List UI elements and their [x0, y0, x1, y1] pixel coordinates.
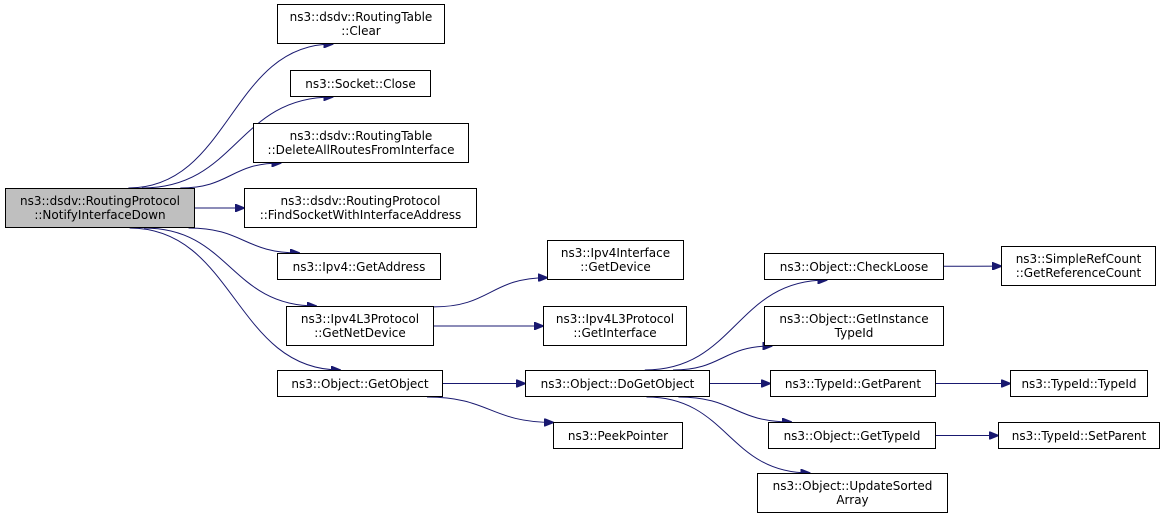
node-object-check-loose[interactable]: ns3::Object::CheckLoose — [764, 253, 944, 280]
node-typeid-get-parent[interactable]: ns3::TypeId::GetParent — [770, 370, 936, 397]
node-object-do-get-object[interactable]: ns3::Object::DoGetObject — [525, 370, 710, 397]
call-edge-getobject-to-peekpointer — [426, 396, 553, 422]
node-label-line: ns3::dsdv::RoutingProtocol — [280, 194, 441, 208]
call-edge-notify-to-getaddress — [188, 227, 300, 253]
node-label-line: Array — [836, 493, 869, 507]
node-label-line: ns3::Ipv4L3Protocol — [300, 312, 420, 326]
node-object-get-object[interactable]: ns3::Object::GetObject — [277, 370, 443, 397]
call-edge-getnetdev-to-ifgetdevice — [433, 278, 547, 308]
node-label-line: ns3::dsdv::RoutingTable — [289, 129, 433, 143]
node-label-line: ns3::Object::GetTypeId — [783, 428, 921, 443]
node-typeid-set-parent[interactable]: ns3::TypeId::SetParent — [998, 422, 1160, 449]
node-socket-close[interactable]: ns3::Socket::Close — [290, 70, 431, 97]
node-label-line: ns3::Ipv4::GetAddress — [292, 259, 426, 274]
node-label-line: ns3::Object::UpdateSorted — [772, 479, 933, 493]
node-simple-ref-count-get-reference-count[interactable]: ns3::SimpleRefCount ::GetReferenceCount — [1001, 246, 1156, 286]
node-label-line: ::GetInterface — [573, 326, 657, 340]
call-edge-notify-to-getobject — [129, 227, 340, 370]
node-label-line: ns3::TypeId::TypeId — [1021, 376, 1137, 391]
node-label-line: ::GetReferenceCount — [1015, 266, 1142, 280]
node-label-line: ns3::Ipv4L3Protocol — [555, 312, 675, 326]
node-label-line: ns3::Object::GetInstance — [779, 312, 929, 326]
node-label-line: ::FindSocketWithInterfaceAddress — [259, 208, 462, 222]
node-label-line: ns3::PeekPointer — [567, 428, 669, 443]
node-label-line: ::GetDevice — [580, 260, 651, 274]
node-object-update-sorted-array[interactable]: ns3::Object::UpdateSorted Array — [757, 473, 948, 513]
call-edge-notify-to-close — [141, 97, 332, 189]
node-peek-pointer[interactable]: ns3::PeekPointer — [553, 422, 683, 449]
node-label-line: TypeId — [834, 326, 874, 340]
node-label-line: ns3::SimpleRefCount — [1015, 252, 1142, 266]
node-ipv4-interface-get-device[interactable]: ns3::Ipv4Interface ::GetDevice — [547, 240, 684, 280]
call-edge-notify-to-getnetdev — [144, 227, 316, 306]
node-label-line: ns3::dsdv::RoutingTable — [289, 10, 433, 24]
node-label-line: ns3::Object::GetObject — [291, 376, 429, 391]
node-notify-interface-down: ns3::dsdv::RoutingProtocol ::NotifyInter… — [5, 188, 195, 228]
call-edge-notify-to-deleteall — [180, 163, 280, 189]
node-label-line: ns3::dsdv::RoutingProtocol — [20, 194, 180, 208]
call-edge-notify-to-clear — [128, 44, 332, 189]
node-find-socket-with-interface-address[interactable]: ns3::dsdv::RoutingProtocol ::FindSocketW… — [244, 188, 477, 228]
node-object-get-instance-type-id[interactable]: ns3::Object::GetInstance TypeId — [764, 306, 944, 346]
node-label-line: ns3::TypeId::SetParent — [1011, 428, 1147, 443]
node-label-line: ns3::Ipv4Interface — [560, 246, 671, 260]
node-label-line: ns3::Object::CheckLoose — [779, 259, 929, 274]
node-ipv4-get-address[interactable]: ns3::Ipv4::GetAddress — [277, 253, 441, 280]
node-ipv4l3-get-interface[interactable]: ns3::Ipv4L3Protocol ::GetInterface — [543, 306, 687, 346]
node-typeid-constructor[interactable]: ns3::TypeId::TypeId — [1010, 370, 1148, 397]
node-label-line: ::Clear — [341, 24, 381, 38]
node-label-line: ::GetNetDevice — [314, 326, 406, 340]
node-routing-table-clear[interactable]: ns3::dsdv::RoutingTable ::Clear — [277, 4, 445, 44]
node-label-line: ::NotifyInterfaceDown — [34, 208, 166, 222]
call-edge-dogetobject-to-checkloose — [644, 280, 827, 371]
node-label-line: ::DeleteAllRoutesFromInterface — [267, 143, 455, 157]
call-edge-dogetobject-to-updatesorted — [646, 396, 809, 473]
node-label-line: ns3::TypeId::GetParent — [784, 376, 922, 391]
node-object-get-type-id[interactable]: ns3::Object::GetTypeId — [768, 422, 936, 449]
node-label-line: ns3::Object::DoGetObject — [540, 376, 695, 391]
call-edge-dogetobject-to-gettypeid — [678, 396, 791, 422]
node-ipv4l3-get-net-device[interactable]: ns3::Ipv4L3Protocol ::GetNetDevice — [286, 306, 434, 346]
call-edge-dogetobject-to-getinstance — [673, 346, 772, 371]
node-label-line: ns3::Socket::Close — [305, 76, 416, 91]
node-delete-all-routes-from-interface[interactable]: ns3::dsdv::RoutingTable ::DeleteAllRoute… — [253, 123, 469, 163]
